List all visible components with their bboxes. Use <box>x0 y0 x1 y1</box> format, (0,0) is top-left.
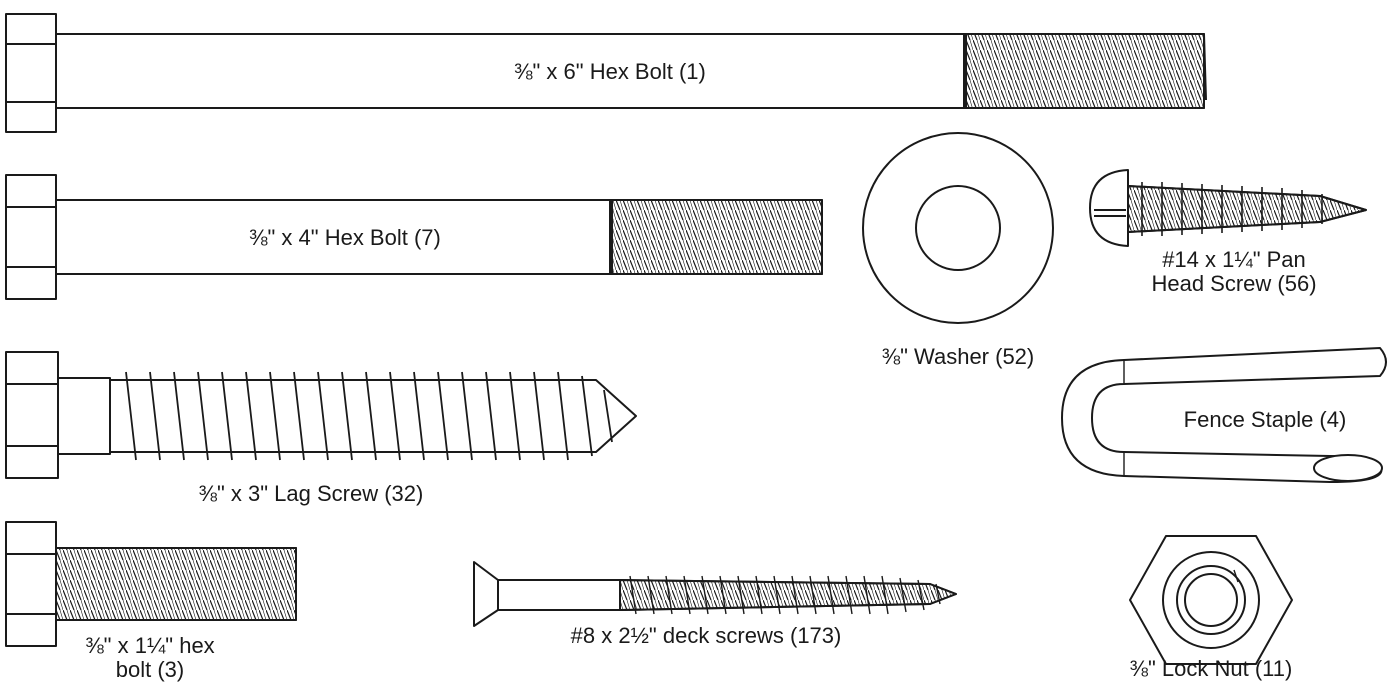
lock-nut-drawing <box>1129 535 1293 665</box>
lag-screw-drawing <box>5 351 637 479</box>
washer-drawing <box>862 132 1054 324</box>
hex-bolt-6-label: ⅜" x 6" Hex Bolt (1) <box>514 59 706 84</box>
hex-bolt-6-drawing <box>5 13 1207 133</box>
pan-head-screw-label-line2: Head Screw (56) <box>1151 271 1317 296</box>
hex-bolt-short-drawing <box>5 521 297 647</box>
hex-bolt-4-drawing <box>5 174 823 300</box>
hex-bolt-short-label-line1: ⅜" x 1¼" hex <box>85 633 215 658</box>
pan-head-screw-drawing <box>1089 169 1367 247</box>
pan-head-screw-label: #14 x 1¼" Pan Head Screw (56) <box>1151 248 1316 296</box>
deck-screw-drawing <box>473 561 957 627</box>
fence-staple-drawing <box>1061 347 1387 483</box>
hex-bolt-short-label-line2: bolt (3) <box>115 657 185 682</box>
fence-staple-label: Fence Staple (4) <box>1183 407 1347 432</box>
washer-label: ⅜" Washer (52) <box>881 344 1035 369</box>
lag-screw-label: ⅜" x 3" Lag Screw (32) <box>198 481 424 506</box>
deck-screw-label: #8 x 2½" deck screws (173) <box>570 623 842 648</box>
pan-head-screw-label-line1: #14 x 1¼" Pan <box>1162 247 1306 272</box>
hex-bolt-4-label: ⅜" x 4" Hex Bolt (7) <box>249 225 441 250</box>
lock-nut-label: ⅜" Lock Nut (11) <box>1129 656 1293 681</box>
hex-bolt-short-label: ⅜" x 1¼" hex bolt (3) <box>85 634 214 682</box>
